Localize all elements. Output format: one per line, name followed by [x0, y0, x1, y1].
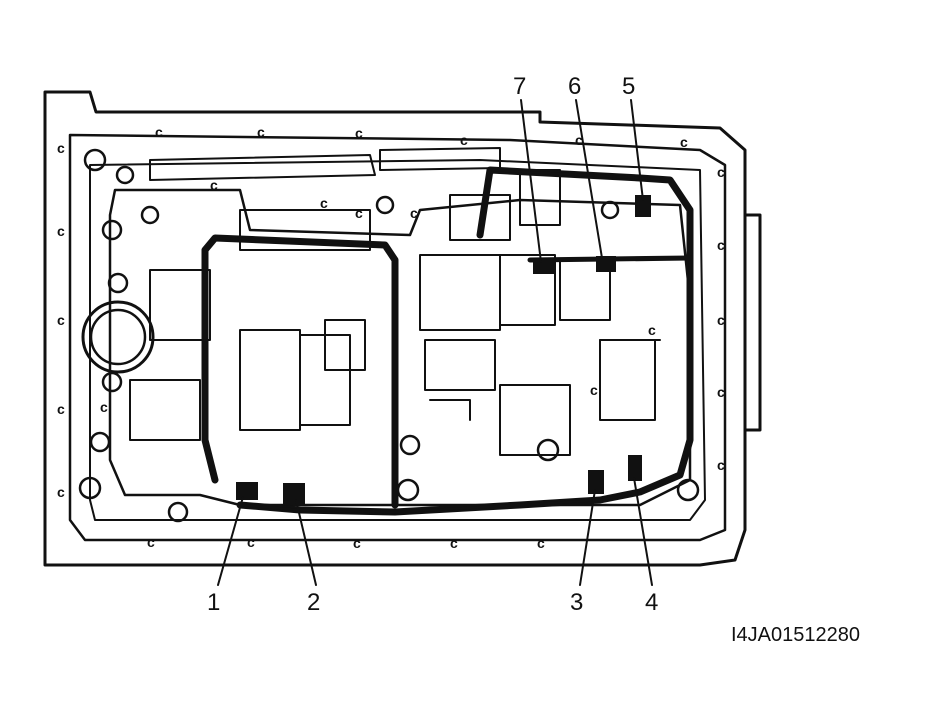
clip-marker: c — [717, 384, 725, 400]
clip-marker: c — [590, 382, 598, 398]
connector-3 — [588, 470, 604, 494]
clip-marker: c — [320, 195, 328, 211]
valve-body — [108, 147, 692, 507]
clip-marker: c — [460, 132, 468, 148]
callout-6: 6 — [568, 73, 581, 100]
callout-7: 7 — [513, 73, 526, 100]
reference-code: I4JA01512280 — [731, 624, 860, 646]
clip-marker: c — [257, 124, 265, 140]
clip-marker: c — [717, 237, 725, 253]
clip-marker: c — [57, 140, 65, 156]
clip-marker: c — [355, 205, 363, 221]
oil-strainer — [81, 300, 155, 374]
clip-marker: c — [450, 535, 458, 551]
callout-3: 3 — [570, 589, 583, 616]
callouts: 1 2 3 4 5 6 7 — [207, 73, 658, 616]
clip-marker: c — [57, 484, 65, 500]
clip-marker: c — [648, 322, 656, 338]
clip-marker: c — [355, 125, 363, 141]
clip-marker: c — [717, 457, 725, 473]
clip-marker: c — [575, 132, 583, 148]
clip-marker: c — [57, 312, 65, 328]
bolts — [78, 148, 700, 523]
clip-marker: c — [537, 535, 545, 551]
clip-marker: c — [100, 399, 108, 415]
case-outline — [43, 90, 762, 567]
clip-marker: c — [680, 134, 688, 150]
connector-5 — [635, 195, 651, 217]
clip-marker: c — [57, 223, 65, 239]
clip-marker: c — [353, 535, 361, 551]
connector-1 — [236, 482, 258, 500]
leader-lines — [217, 99, 653, 586]
clip-marker: c — [247, 534, 255, 550]
clip-marker: c — [717, 312, 725, 328]
connector-6 — [596, 256, 616, 272]
clip-marker: c — [410, 205, 418, 221]
callout-2: 2 — [307, 589, 320, 616]
clip-marker: c — [147, 534, 155, 550]
clip-marker: c — [717, 164, 725, 180]
connector-7 — [533, 258, 555, 274]
clip-markers: c c c c c c c c c c c c c c c c c c c c … — [57, 124, 725, 551]
clip-marker: c — [210, 177, 218, 193]
connectors — [236, 195, 651, 505]
callout-4: 4 — [645, 589, 658, 616]
callout-5: 5 — [622, 73, 635, 100]
clip-marker: c — [155, 124, 163, 140]
callout-1: 1 — [207, 589, 220, 616]
clip-marker: c — [57, 401, 65, 417]
connector-4 — [628, 455, 642, 481]
connector-2 — [283, 483, 305, 505]
